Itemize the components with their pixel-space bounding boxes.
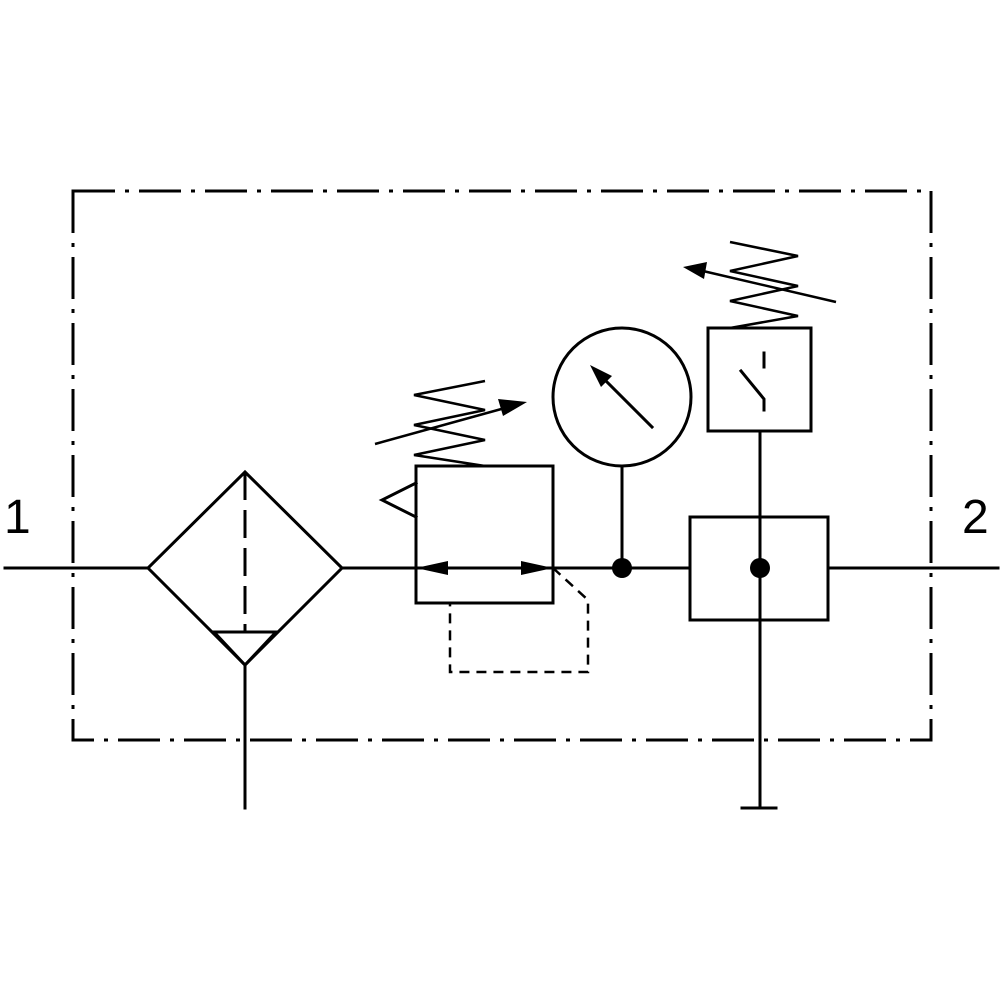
switch-adjust-arrow	[702, 269, 837, 304]
regulator-adjust-arrowhead	[498, 399, 527, 416]
regulator-body	[414, 464, 555, 605]
regulator-pilot-bump	[378, 480, 419, 520]
switch-body	[706, 326, 813, 433]
pressure-gauge-symbol	[551, 326, 693, 578]
pressure-regulator-symbol	[374, 379, 590, 674]
switch-adjust-arrowhead	[683, 262, 707, 279]
gauge-junction-dot	[612, 558, 632, 578]
switch-contact	[738, 368, 766, 412]
port-1-label: 1	[4, 491, 31, 544]
gauge-needle-arrowhead	[590, 365, 612, 387]
regulator-pilot-line-dashed	[448, 567, 590, 674]
gauge-circle	[551, 326, 693, 468]
separator-bowl	[210, 630, 280, 668]
regulator-adjust-arrow	[374, 406, 506, 446]
regulator-arrow-left	[416, 561, 448, 575]
regulator-arrow-right	[521, 561, 553, 575]
filter-separator-symbol	[145, 469, 345, 810]
pressure-switch-symbol	[683, 240, 837, 810]
switch-spring	[729, 240, 799, 330]
switch-junction-dot	[750, 558, 770, 578]
gauge-needle	[601, 376, 655, 430]
regulator-spring	[413, 379, 486, 468]
port-2-label: 2	[962, 491, 989, 544]
assembly-boundary	[71, 189, 933, 742]
